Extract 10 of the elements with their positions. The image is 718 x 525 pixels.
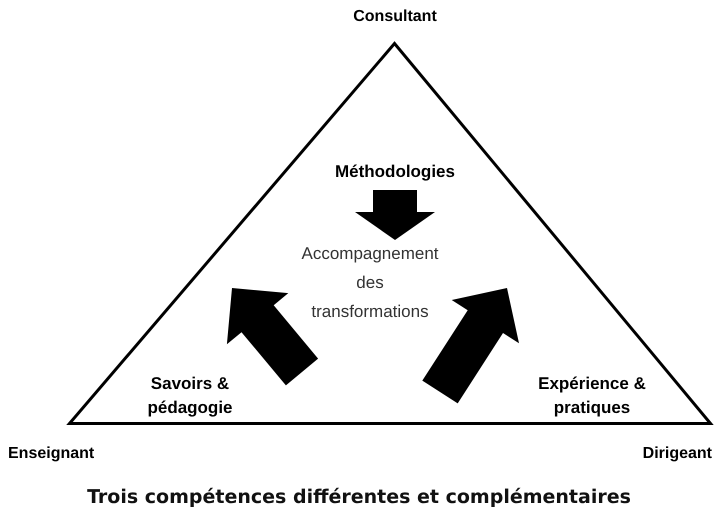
node-text: Expérience & pratiques	[512, 372, 672, 420]
block-arrow	[355, 190, 435, 240]
corner-label: Dirigeant	[642, 445, 712, 463]
node-text: Méthodologies	[295, 160, 495, 184]
corner-label: Consultant	[352, 8, 438, 26]
corner-label: Enseignant	[8, 445, 94, 463]
triangle-shape	[68, 42, 712, 425]
caption: Trois compétences différentes et complémentaires	[86, 486, 632, 508]
node-text: Savoirs & pédagogie	[120, 372, 260, 420]
center-text: Accompagnement des transformations	[300, 239, 440, 326]
